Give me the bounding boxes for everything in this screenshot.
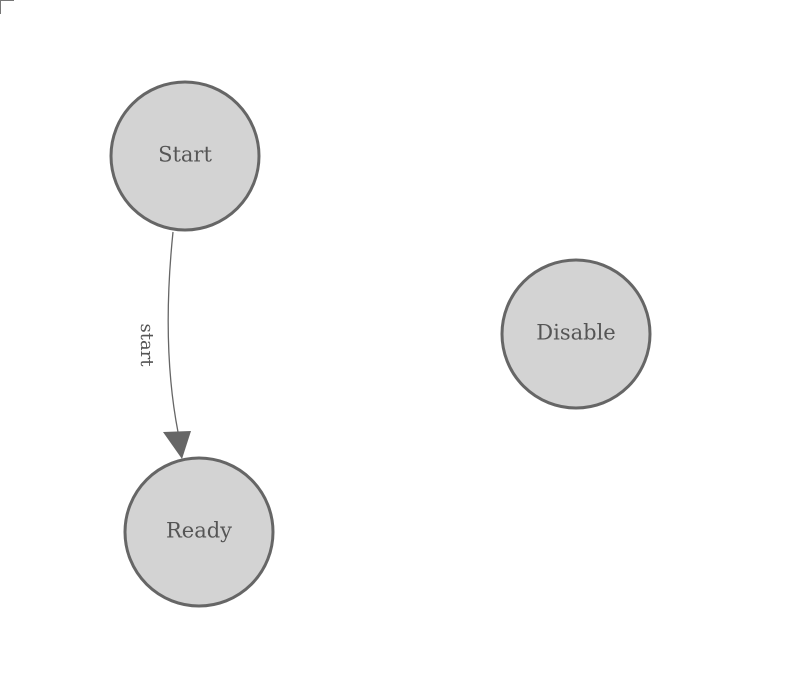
- edge-start-to-ready[interactable]: start: [136, 231, 191, 459]
- node-circle: [123, 456, 275, 608]
- node-circle: [109, 80, 261, 232]
- corner-mark: [0, 0, 14, 14]
- node-label: Ready: [166, 519, 232, 543]
- state-node-start[interactable]: Start: [109, 80, 261, 232]
- state-node-disable[interactable]: Disable: [500, 258, 652, 410]
- state-node-ready[interactable]: Ready: [123, 456, 275, 608]
- node-label: Disable: [536, 321, 615, 345]
- node-label: Start: [158, 143, 212, 167]
- node-circle: [500, 258, 652, 410]
- edge-label: start: [136, 323, 157, 367]
- edge-line: [167, 231, 179, 433]
- edge-arrowhead: [163, 431, 191, 459]
